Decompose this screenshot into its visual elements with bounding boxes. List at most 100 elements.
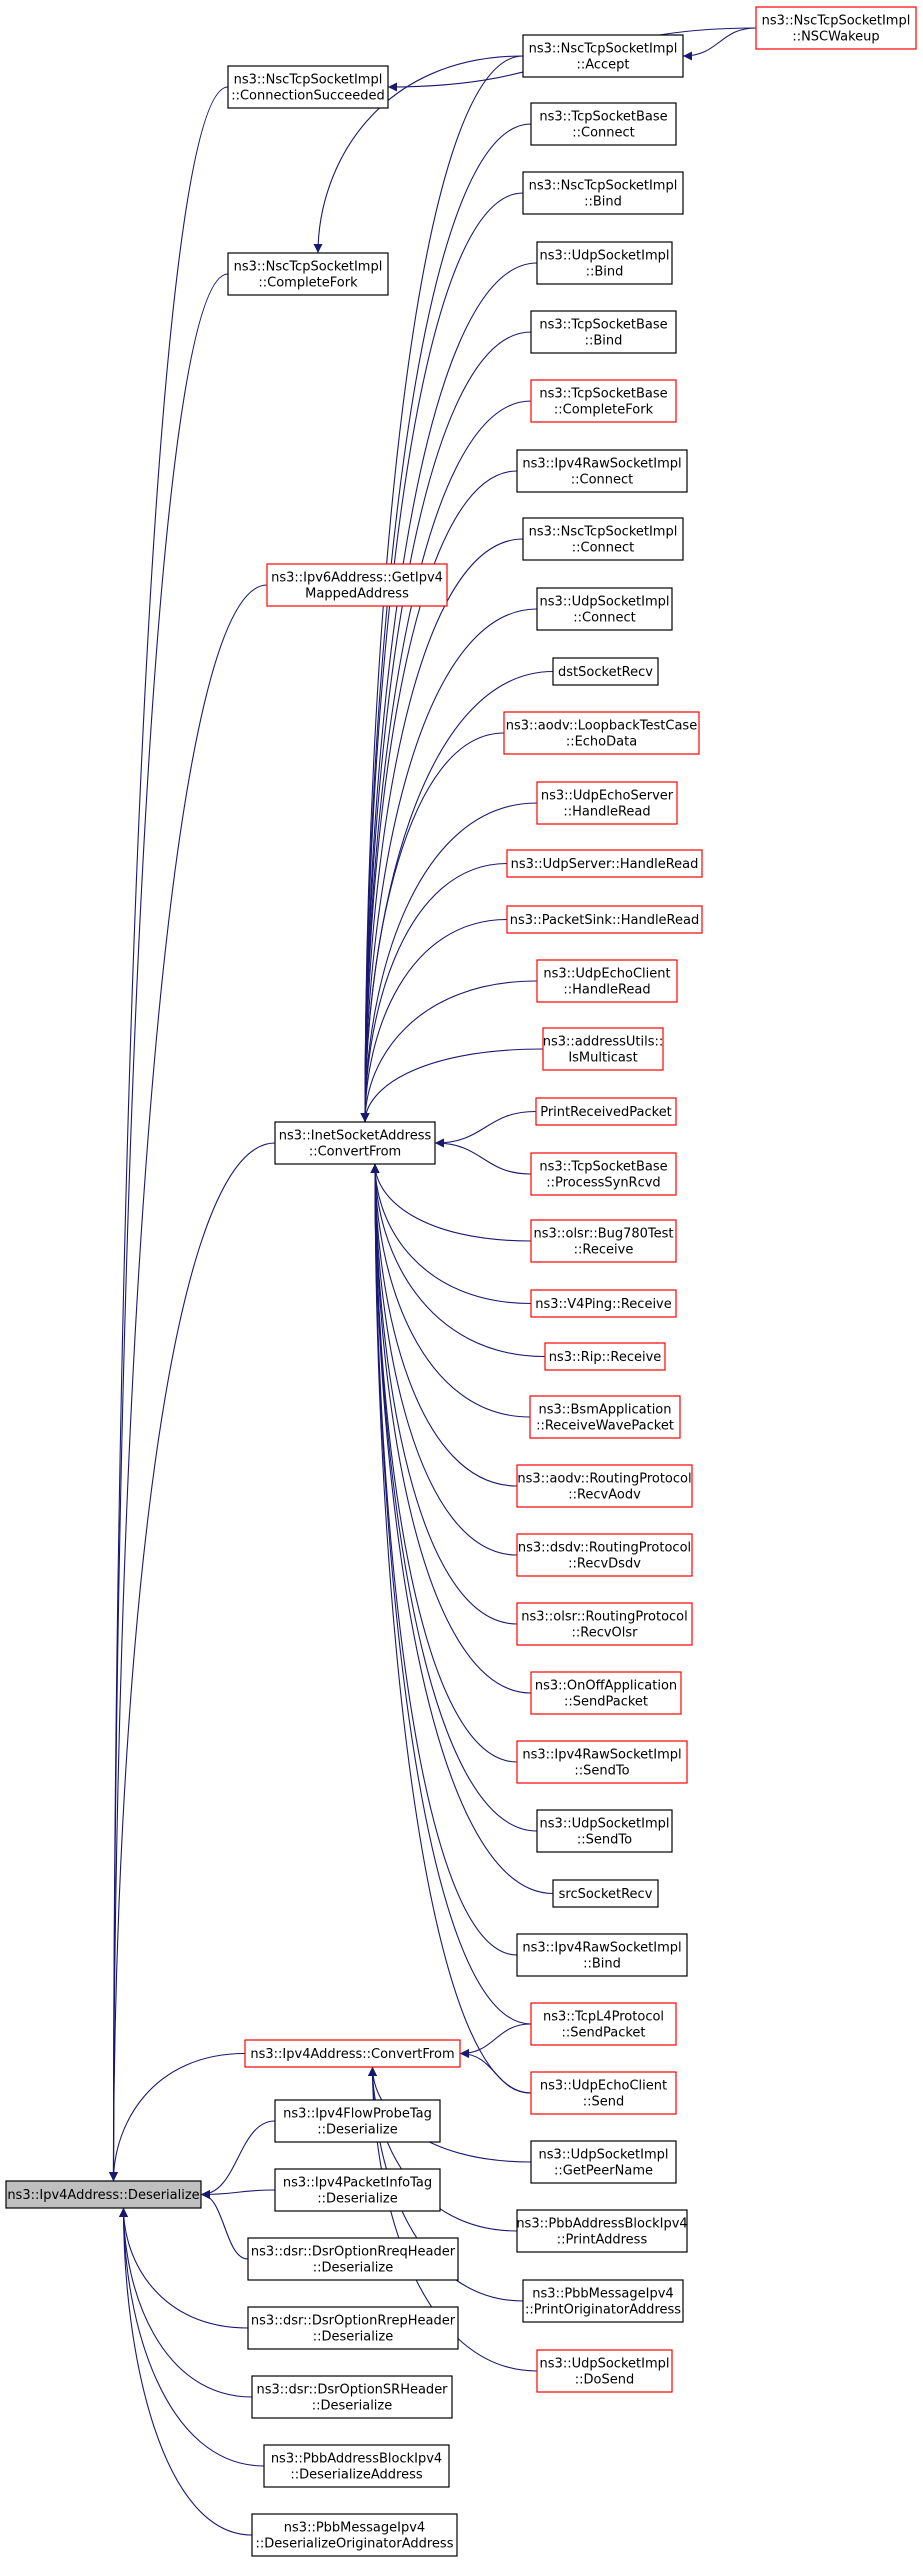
edge-rip_receive-to-inet_convertfrom [370, 1163, 546, 1358]
node-box [542, 1027, 664, 1071]
node-udpechoclient_send[interactable]: ns3::UdpEchoClient::Send [530, 2071, 677, 2115]
node-box [274, 1121, 436, 1165]
node-label: ::ReceiveWavePacket [536, 1419, 674, 1434]
edge-pbb_deserorig-to-root [119, 2207, 253, 2536]
node-label: ::Connect [572, 541, 635, 556]
node-src_socketrecv[interactable]: srcSocketRecv [552, 1879, 659, 1908]
node-label: ::SendTo [574, 1764, 629, 1779]
node-ipv4raw_connect[interactable]: ns3::Ipv4RawSocketImpl::Connect [516, 449, 688, 493]
node-udpechoserver_read[interactable]: ns3::UdpEchoServer::HandleRead [536, 781, 678, 825]
node-nsc_wakeup[interactable]: ns3::NscTcpSocketImpl::NSCWakeup [755, 6, 917, 50]
node-printreceived[interactable]: PrintReceivedPacket [535, 1097, 677, 1126]
node-packetsink_read[interactable]: ns3::PacketSink::HandleRead [506, 905, 703, 934]
node-label: ns3::dsdv::RoutingProtocol [518, 1541, 691, 1556]
node-dsr_sr[interactable]: ns3::dsr::DsrOptionSRHeader::Deserialize [251, 2375, 453, 2419]
node-label: ns3::dsr::DsrOptionRrepHeader [251, 2314, 456, 2329]
node-ipv4flowprobe[interactable]: ns3::Ipv4FlowProbeTag::Deserialize [274, 2099, 441, 2143]
node-rip_receive[interactable]: ns3::Rip::Receive [544, 1342, 666, 1371]
node-aodv_echodata[interactable]: ns3::aodv::LoopbackTestCase::EchoData [503, 711, 700, 755]
node-nsc_accept[interactable]: ns3::NscTcpSocketImpl::Accept [522, 34, 684, 78]
node-label: ns3::UdpSocketImpl [540, 595, 670, 610]
node-ipv4addr_convertfrom[interactable]: ns3::Ipv4Address::ConvertFrom [244, 2039, 461, 2068]
node-box [536, 2349, 673, 2393]
node-label: ns3::OnOffApplication [535, 1679, 677, 1694]
node-label: ::DeserializeAddress [290, 2468, 423, 2483]
node-box [516, 2209, 688, 2253]
node-dsdv_recv[interactable]: ns3::dsdv::RoutingProtocol::RecvDsdv [516, 1533, 693, 1577]
node-label: ns3::dsr::DsrOptionSRHeader [256, 2383, 448, 2398]
node-pbb_deserorig[interactable]: ns3::PbbMessageIpv4::DeserializeOriginat… [251, 2513, 458, 2557]
node-label: ns3::BsmApplication [538, 1403, 671, 1418]
node-label: ns3::UdpSocketImpl [539, 2148, 669, 2163]
node-pbb_deseraddress[interactable]: ns3::PbbAddressBlockIpv4::DeserializeAdd… [263, 2444, 450, 2488]
node-tcp_processsyn[interactable]: ns3::TcpSocketBase::ProcessSynRcvd [530, 1152, 677, 1196]
node-label: ns3::TcpSocketBase [539, 1160, 667, 1175]
edge-olsr_bug780-to-inet_convertfrom [370, 1163, 532, 1242]
edge-inet_convertfrom-to-root [109, 1142, 276, 2182]
node-tcp_connect[interactable]: ns3::TcpSocketBase::Connect [530, 102, 677, 146]
node-label: ns3::Ipv4RawSocketImpl [522, 1748, 681, 1763]
node-udpechoclient_read[interactable]: ns3::UdpEchoClient::HandleRead [536, 959, 678, 1003]
node-olsr_bug780[interactable]: ns3::olsr::Bug780Test::Receive [530, 1219, 677, 1263]
node-udpserver_read[interactable]: ns3::UdpServer::HandleRead [506, 849, 703, 878]
node-box [529, 1395, 681, 1439]
node-aodv_recv[interactable]: ns3::aodv::RoutingProtocol::RecvAodv [516, 1464, 693, 1508]
node-nsc_completefork[interactable]: ns3::NscTcpSocketImpl::CompleteFork [227, 252, 389, 296]
node-label: ns3::InetSocketAddress [279, 1129, 432, 1144]
node-bsm_app[interactable]: ns3::BsmApplication::ReceiveWavePacket [529, 1395, 681, 1439]
node-label: ::HandleRead [563, 805, 650, 820]
node-addressutils[interactable]: ns3::addressUtils::IsMulticast [542, 1027, 664, 1071]
node-box [530, 2071, 677, 2115]
node-label: ns3::PbbAddressBlockIpv4 [271, 2452, 442, 2467]
edge-dsdv_recv-to-inet_convertfrom [370, 1163, 518, 1556]
node-box [530, 310, 677, 354]
node-label: ::Connect [573, 611, 636, 626]
edge-dsr_sr-to-root [119, 2207, 253, 2398]
node-udp_bind[interactable]: ns3::UdpSocketImpl::Bind [536, 241, 673, 285]
node-v4ping[interactable]: ns3::V4Ping::Receive [530, 1289, 677, 1318]
node-ipv4raw_bind[interactable]: ns3::Ipv4RawSocketImpl::Bind [516, 1933, 688, 1977]
node-box [755, 6, 917, 50]
node-tcpl4_send[interactable]: ns3::TcpL4Protocol::SendPacket [530, 2002, 677, 2046]
edge-dsr_rrep-to-root [119, 2207, 249, 2329]
node-label: ::Deserialize [317, 2123, 398, 2138]
node-label: ns3::NscTcpSocketImpl [234, 73, 383, 88]
node-label: ns3::UdpSocketImpl [540, 1817, 670, 1832]
node-box [516, 1740, 688, 1784]
edge-ipv4packetinfo-to-root [200, 2189, 276, 2199]
node-ipv4raw_sendto[interactable]: ns3::Ipv4RawSocketImpl::SendTo [516, 1740, 688, 1784]
node-box [516, 449, 688, 493]
node-nsc_bind[interactable]: ns3::NscTcpSocketImpl::Bind [522, 171, 684, 215]
node-box [516, 1933, 688, 1977]
node-tcp_bind[interactable]: ns3::TcpSocketBase::Bind [530, 310, 677, 354]
edge-aodv_recv-to-inet_convertfrom [370, 1163, 518, 1487]
node-dsr_rrep[interactable]: ns3::dsr::DsrOptionRrepHeader::Deseriali… [247, 2306, 459, 2350]
node-udp_connect[interactable]: ns3::UdpSocketImpl::Connect [536, 587, 673, 631]
node-inet_convertfrom[interactable]: ns3::InetSocketAddress::ConvertFrom [274, 1121, 436, 1165]
node-label: dstSocketRecv [558, 665, 653, 680]
node-onoff_send[interactable]: ns3::OnOffApplication::SendPacket [530, 1671, 682, 1715]
node-olsr_recv[interactable]: ns3::olsr::RoutingProtocol::RecvOlsr [516, 1602, 693, 1646]
node-ipv4packetinfo[interactable]: ns3::Ipv4PacketInfoTag::Deserialize [274, 2168, 441, 2212]
node-pbb_printorig[interactable]: ns3::PbbMessageIpv4::PrintOriginatorAddr… [522, 2279, 684, 2323]
node-label: ::EchoData [566, 735, 637, 750]
node-dst_socketrecv[interactable]: dstSocketRecv [552, 657, 659, 686]
node-dsr_rreq[interactable]: ns3::dsr::DsrOptionRreqHeader::Deseriali… [247, 2237, 459, 2281]
node-box [530, 2002, 677, 2046]
node-nsc_connect[interactable]: ns3::NscTcpSocketImpl::Connect [522, 517, 684, 561]
node-udp_getpeername[interactable]: ns3::UdpSocketImpl::GetPeerName [530, 2140, 677, 2184]
edge-printreceived-to-inet_convertfrom [434, 1110, 537, 1148]
node-udp_dosend[interactable]: ns3::UdpSocketImpl::DoSend [536, 2349, 673, 2393]
node-label: ::RecvAodv [568, 1488, 641, 1503]
node-nsc_connsucc[interactable]: ns3::NscTcpSocketImpl::ConnectionSucceed… [227, 65, 389, 109]
node-label: ::Send [583, 2095, 625, 2110]
node-label: ::Bind [583, 1957, 621, 1972]
node-box [536, 587, 673, 631]
node-label: ns3::NscTcpSocketImpl [762, 14, 911, 29]
node-tcp_completefork[interactable]: ns3::TcpSocketBase::CompleteFork [530, 379, 677, 423]
node-pbb_printaddress[interactable]: ns3::PbbAddressBlockIpv4::PrintAddress [516, 2209, 688, 2253]
node-root[interactable]: ns3::Ipv4Address::Deserialize [5, 2180, 202, 2209]
node-udp_sendto[interactable]: ns3::UdpSocketImpl::SendTo [536, 1809, 673, 1853]
node-label: ns3::UdpEchoServer [541, 789, 674, 804]
